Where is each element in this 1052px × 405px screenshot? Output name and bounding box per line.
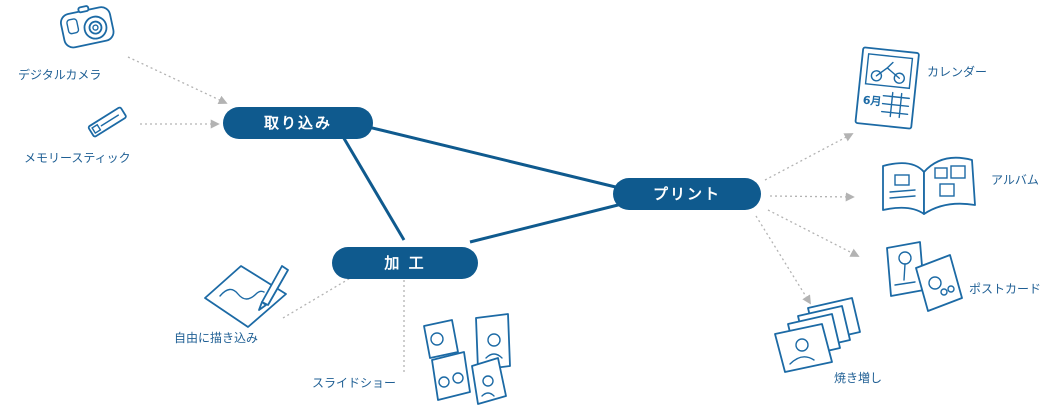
camera-label: デジタルカメラ xyxy=(18,67,101,82)
hub-connections xyxy=(340,123,631,244)
arrow-print-postcard xyxy=(767,209,860,257)
hub-print: プリント xyxy=(613,178,761,210)
memory-stick-label: メモリースティック xyxy=(24,151,131,165)
svg-text:6月: 6月 xyxy=(862,94,882,109)
memory-stick-icon xyxy=(87,106,127,138)
photo-prints-icon xyxy=(774,297,861,373)
flow-arrows xyxy=(127,56,860,372)
slideshow-label: スライドショー xyxy=(312,376,396,390)
reprint-label: 焼き増し xyxy=(834,371,882,385)
hub-edit-label: 加 工 xyxy=(383,254,425,272)
camera-icon xyxy=(60,5,115,49)
link-import-edit xyxy=(340,134,406,241)
hub-import: 取り込み xyxy=(223,107,373,139)
album-label: アルバム xyxy=(991,173,1039,187)
calendar-icon: 6月 xyxy=(854,46,920,130)
calendar-label: カレンダー xyxy=(927,64,987,79)
arrow-print-calendar xyxy=(764,133,854,181)
arrow-camera-import xyxy=(127,56,228,105)
hub-import-label: 取り込み xyxy=(264,114,332,132)
album-icon xyxy=(882,156,976,215)
hub-edit: 加 工 xyxy=(332,247,478,279)
link-import-print xyxy=(359,123,629,192)
arrow-print-album xyxy=(769,192,855,202)
slideshow-icon xyxy=(423,313,511,405)
hub-print-label: プリント xyxy=(653,185,721,203)
postcard-icon xyxy=(886,241,963,312)
arrow-print-reprint xyxy=(755,215,811,305)
drawing-label: 自由に描き込み xyxy=(174,331,258,345)
drawing-tablet-icon xyxy=(204,265,289,328)
postcard-label: ポストカード xyxy=(969,282,1041,296)
link-edit-print xyxy=(469,200,631,244)
